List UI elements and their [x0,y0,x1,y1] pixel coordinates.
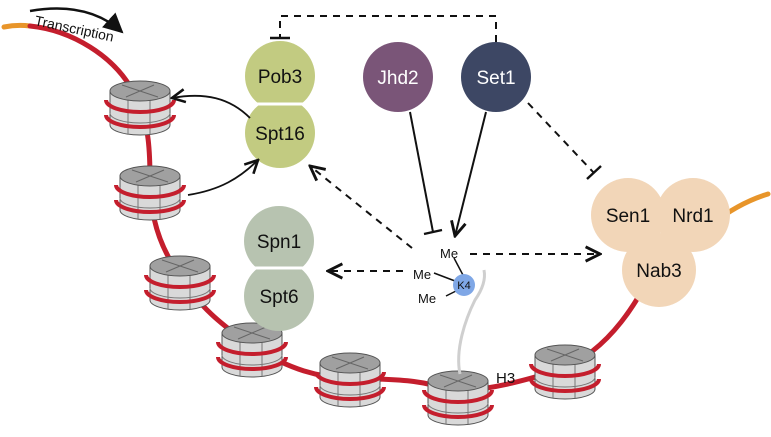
nucleosome [114,165,186,221]
k4-label: K4 [457,280,470,292]
nucleosome [144,255,216,311]
h3-tail [457,269,486,375]
jhd2-demethylates-k4 [409,111,434,233]
rna-left-end [1,22,33,30]
nnab-complex: Sen1 Nrd1 Nab3 [591,178,730,307]
spt6-node [244,261,314,331]
nucleosome [422,370,494,426]
k4-residue [453,274,475,296]
spt6-label: Spt6 [259,287,298,308]
methyl-label-bottom: Me [418,291,436,306]
pob3-label: Pob3 [258,67,302,88]
nucleosome-group [104,80,601,426]
spt16-node [245,98,315,168]
spn1-label: Spn1 [257,232,301,253]
spn1-node [244,206,314,276]
nucleosome [529,344,601,400]
spt16-label: Spt16 [255,124,305,145]
set1-node [461,42,531,112]
methyl-label-left: Me [413,267,431,282]
nab3-label: Nab3 [636,261,681,282]
nrd1-label: Nrd1 [672,206,713,227]
spt16-to-nucleosome-1 [172,96,251,119]
jhd2-enzyme: Jhd2 [363,42,433,112]
nrd1-node [656,178,730,252]
h3-label: H3 [496,370,515,387]
jhd2-label: Jhd2 [377,68,418,89]
sen1-node [591,178,665,252]
methyl-label-top: Me [440,246,458,261]
interaction-arrows [172,15,602,271]
jhd2-node [363,42,433,112]
set1-inhibits-sen1 [527,102,595,174]
pob3-node [245,41,315,111]
set1-label: Set1 [476,68,515,89]
nucleosome [216,322,288,378]
sen1-label: Sen1 [606,206,650,227]
k4-methyl-group: K4 Me Me Me [413,246,475,306]
pob3-spt16-complex: Pob3 Spt16 [245,41,315,168]
nucleosome-2-to-spt16 [187,160,258,196]
nucleosome [314,352,386,408]
set1-methylates-k4 [455,111,487,236]
set1-enzyme: Set1 [461,42,531,112]
set1-inhibits-pob3 [279,15,497,42]
k4me-to-spt16 [310,166,413,249]
nucleosome [104,80,176,136]
spn1-spt6-complex: Spn1 Spt6 [244,206,314,331]
nab3-node [622,233,696,307]
